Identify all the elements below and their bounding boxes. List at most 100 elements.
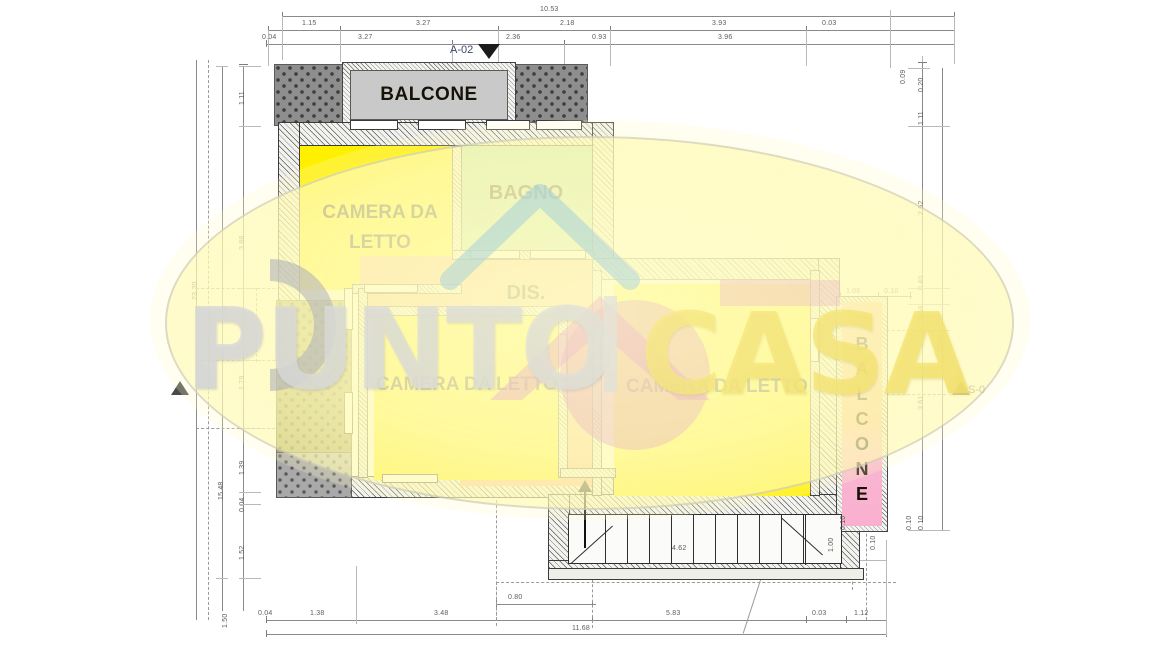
- dim-left-3: 3.74: [222, 305, 229, 320]
- dim-top-7: 3.27: [358, 34, 373, 41]
- wall-stair-top: [548, 494, 860, 516]
- dim-line-left-outer: [196, 60, 197, 620]
- dim-line-top-row2: [268, 30, 954, 31]
- dim-line-top-overall: [282, 16, 954, 17]
- room-label-balcone-right: B A L C O N E: [842, 332, 882, 507]
- stair-dim-run: 4.62: [672, 545, 687, 552]
- balcone-right-letter-c: C: [855, 409, 869, 429]
- door-opening-camera-bl: [382, 474, 438, 483]
- door-opening-camera-br: [592, 330, 601, 380]
- window-opening-top-2: [418, 120, 466, 130]
- dim-bottom-4: 5.83: [666, 610, 681, 617]
- dim-top-overall: 10.53: [540, 6, 559, 13]
- dim-bottom-2: 1.38: [310, 610, 325, 617]
- partition-camera-bl-right: [558, 306, 568, 478]
- dim-line-right-total: [942, 68, 943, 530]
- room-camera-bottom-left: CAMERA DA LETTO: [374, 316, 560, 480]
- window-opening-left-2: [344, 392, 353, 434]
- dim-right-5: 0.59: [918, 305, 925, 320]
- room-camera-bottom-right: CAMERA DA LETTO: [614, 284, 820, 496]
- balcone-right-letter-e: E: [855, 484, 868, 504]
- dim-left-total: 15.48: [218, 481, 225, 500]
- stair-direction-line: [584, 488, 586, 548]
- dim-line-bottom-row2: [266, 620, 886, 621]
- dim-top-3: 2.18: [560, 20, 575, 27]
- door-opening-camera-tl: [364, 284, 418, 293]
- stair-dim-tread: 0.10: [840, 515, 847, 530]
- dim-top-1: 1.15: [302, 20, 317, 27]
- window-opening-top-4: [536, 120, 582, 130]
- stair-up-arrow-icon: [578, 480, 592, 492]
- dim-line-bottom-total: [266, 634, 886, 635]
- room-balcone-top: BALCONE: [350, 70, 508, 120]
- door-opening-bagno: [530, 250, 586, 259]
- room-label-camera-bottom-right: CAMERA DA LETTO: [626, 376, 808, 397]
- room-label-camera-top-left: CAMERA DA LETTO: [322, 202, 438, 253]
- room-label-camera-bottom-left: CAMERA DA LETTO: [376, 374, 558, 395]
- dim-bottom-080: 0.80: [508, 594, 523, 601]
- dim-top-4: 3.93: [712, 20, 727, 27]
- section-arrow-a02-icon: [478, 44, 500, 59]
- partition-camera-br-right: [810, 270, 820, 496]
- room-label-balcone-top: BALCONE: [380, 84, 478, 105]
- dim-right-lower-2: 0.10: [870, 535, 877, 550]
- dim-left-4: 1.79: [239, 375, 246, 390]
- section-label-s0: S-0: [968, 384, 986, 396]
- dim-left-7: 1.52: [239, 545, 246, 560]
- partition-stair-landing: [560, 468, 616, 478]
- roof-tiles-left-grey: [276, 452, 352, 498]
- partition-camera-br-left: [592, 270, 602, 496]
- dim-line-left-total: [222, 66, 223, 611]
- room-label-dis: DIS.: [506, 282, 546, 304]
- section-label-a02: A-02: [450, 44, 474, 56]
- roof-tiles-top-left: [274, 64, 344, 126]
- dim-left-5: 1.39: [239, 460, 246, 475]
- dim-top-2: 3.27: [416, 20, 431, 27]
- partition-bagno-left: [452, 146, 462, 256]
- dim-top-8: 2.36: [506, 34, 521, 41]
- balcone-right-letter-a: A: [855, 359, 869, 379]
- partition-camera-bl-top: [362, 306, 568, 316]
- section-arrow-left-icon: [171, 381, 189, 395]
- window-opening-left: [344, 288, 353, 330]
- door-opening-bagno-2: [470, 250, 520, 259]
- balcone-right-letter-l: L: [856, 384, 868, 404]
- dim-top-10: 3.96: [718, 34, 733, 41]
- dim-right-lower-1: 0.10: [906, 515, 913, 530]
- dim-bottom-5: 0.03: [812, 610, 827, 617]
- balcone-right-letter-b: B: [855, 334, 869, 354]
- balcone-right-letter-n: N: [855, 459, 869, 479]
- wall-stair-outer-skirt: [548, 568, 864, 580]
- dim-top-9: 0.93: [592, 34, 607, 41]
- dim-top-5: 0.03: [822, 20, 837, 27]
- dim-bottom-6: 1.12: [854, 610, 869, 617]
- dim-top-6: 0.04: [262, 34, 277, 41]
- dim-right-2: 1.11: [918, 111, 925, 125]
- dim-bottom-total: 11.68: [572, 625, 590, 632]
- dim-right-3: 2.62: [918, 200, 925, 215]
- dim-right-8: 0.10: [918, 515, 925, 530]
- door-opening-balcone-right: [810, 318, 819, 362]
- dim-bottom-1: 0.04: [258, 610, 273, 617]
- window-opening-top-3: [486, 120, 530, 130]
- dim-left-outer: 23.20: [192, 281, 199, 300]
- room-bagno: BAGNO: [460, 146, 592, 256]
- dim-line-left-chain: [243, 66, 244, 611]
- wall-right-wing-top: [592, 258, 840, 280]
- dim-right-inner-1: 1.06: [846, 288, 861, 295]
- dim-line-bottom-080: [496, 604, 596, 605]
- window-opening-top-1: [350, 120, 398, 130]
- dim-misc-009: 0.09: [900, 69, 907, 84]
- staircase: [568, 514, 842, 565]
- dim-left-2: 3.88: [239, 235, 246, 250]
- room-balcone-right: B A L C O N E: [842, 302, 882, 526]
- dim-bottom-3: 3.48: [434, 610, 449, 617]
- dim-right-1: 0.20: [918, 77, 925, 92]
- wall-upper-right: [592, 122, 614, 270]
- roof-tiles-left-olive: [276, 300, 352, 468]
- dim-right-7: 3.61: [918, 395, 925, 410]
- dim-line-right-chain: [922, 62, 923, 522]
- room-label-bagno: BAGNO: [488, 182, 564, 204]
- partition-camera-bl-left: [358, 288, 368, 478]
